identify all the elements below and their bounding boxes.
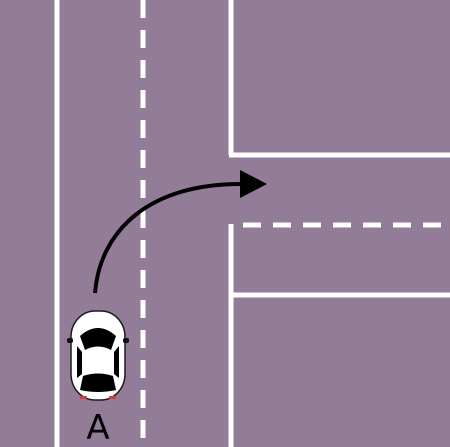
car-icon (67, 310, 129, 401)
turn-arrow-head (240, 170, 267, 198)
car-label: A (86, 408, 109, 447)
turn-arrow-path (93, 181, 244, 294)
